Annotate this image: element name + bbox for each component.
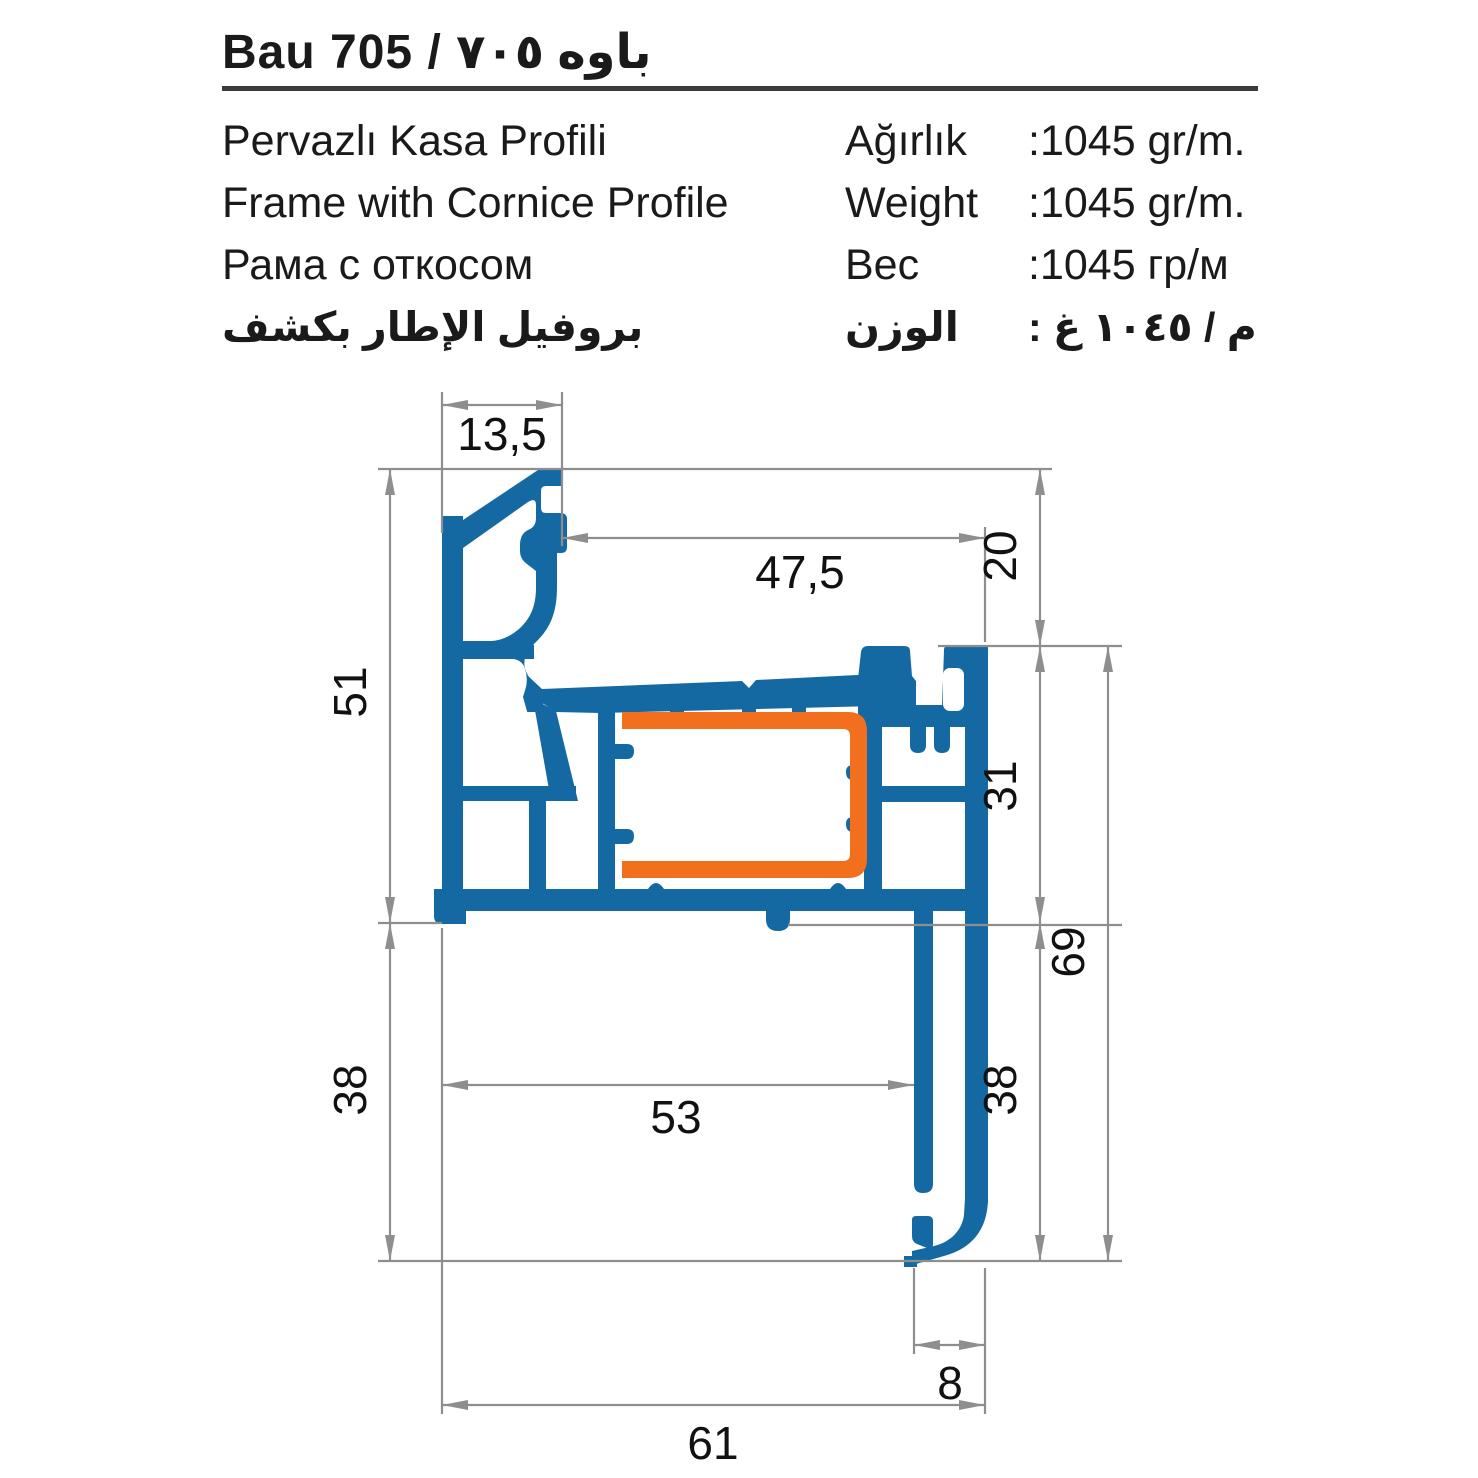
wing-chamber <box>463 500 536 641</box>
title-underline <box>222 86 1258 91</box>
dim-label-frame-height: 31 <box>974 760 1026 811</box>
dim-label-rebate-width: 47,5 <box>755 546 845 598</box>
web-vertical-1 <box>529 799 546 897</box>
dim-label-lower-height-right: 38 <box>974 1064 1026 1115</box>
weight-label-en: Weight <box>845 179 979 227</box>
base-nub <box>766 911 790 931</box>
weight-value-ru: :1045 гр/м <box>1028 241 1229 289</box>
top-wall <box>527 674 877 713</box>
web-slanted <box>533 699 578 801</box>
profile-name-en: Frame with Cornice Profile <box>222 179 729 227</box>
steel-clip-left-2 <box>612 829 634 844</box>
dim-label-total-width: 61 <box>687 1417 738 1469</box>
leg-inner-wall <box>914 903 933 1193</box>
web-steel-right <box>864 708 882 898</box>
weight-label-ru: Вес <box>845 241 920 289</box>
profile-name-ru: Рама с откосом <box>222 241 534 289</box>
steel-clip-left-1 <box>612 744 634 759</box>
dim-label-leg-height: 69 <box>1042 926 1094 977</box>
weight-value-tr: :1045 gr/m. <box>1028 117 1246 165</box>
spec-row-turkish: Pervazlı Kasa Profili Ağırlık :1045 gr/m… <box>222 112 1322 174</box>
dim-label-lower-height-left: 38 <box>324 1064 376 1115</box>
base-bump-1 <box>648 883 664 889</box>
weight-value-ar: : ١٠٤٥ غ‎ / ‎م <box>1028 304 1257 350</box>
frame-profile-section <box>434 468 988 1267</box>
weight-label-ar: الوزن <box>845 304 959 350</box>
screw-tooth-1 <box>910 725 926 753</box>
web-horizontal-1 <box>458 645 534 659</box>
spec-row-english: Frame with Cornice Profile Weight :1045 … <box>222 174 1322 236</box>
base-bump-2 <box>830 883 846 889</box>
leg-head-notch <box>943 668 964 711</box>
profile-name-tr: Pervazlı Kasa Profili <box>222 117 607 165</box>
profile-name-ar: بروفيل الإطار بكشف <box>222 304 644 350</box>
spec-row-arabic: بروفيل الإطار بكشف الوزن : ١٠٤٥ غ‎ / ‎م <box>222 298 1322 360</box>
title-latin: Bau 705 / <box>222 26 457 79</box>
weight-label-tr: Ağırlık <box>845 117 967 165</box>
dim-label-leg-width: 8 <box>937 1357 963 1409</box>
left-wall <box>442 516 463 898</box>
right-chamber-web <box>876 786 988 802</box>
spec-row-russian: Рама с откосом Вес :1045 гр/м <box>222 236 1322 298</box>
dim-label-cornice-width: 13,5 <box>457 408 547 460</box>
web-vertical-2 <box>598 711 615 897</box>
base-plate <box>436 889 988 911</box>
dimension-lines: 13,5 47,5 51 38 20 31 38 69 53 8 61 <box>324 392 1122 1469</box>
leg-hook <box>912 1216 933 1249</box>
title-arabic: باوه ٧٠٥ <box>456 26 652 79</box>
weight-value-en: :1045 gr/m. <box>1028 179 1246 227</box>
dim-label-inner-width: 53 <box>650 1091 701 1143</box>
page-title: Bau 705 / باوه ٧٠٥ <box>222 24 652 80</box>
screw-tooth-2 <box>934 725 950 753</box>
web-horizontal-2 <box>458 786 576 801</box>
spec-table: Pervazlı Kasa Profili Ağırlık :1045 gr/m… <box>222 112 1322 360</box>
dim-label-upper-height: 51 <box>324 666 376 717</box>
dim-label-cornice-height: 20 <box>974 530 1026 581</box>
steel-reinforcement <box>622 712 867 878</box>
upper-left-chamber <box>463 659 548 786</box>
